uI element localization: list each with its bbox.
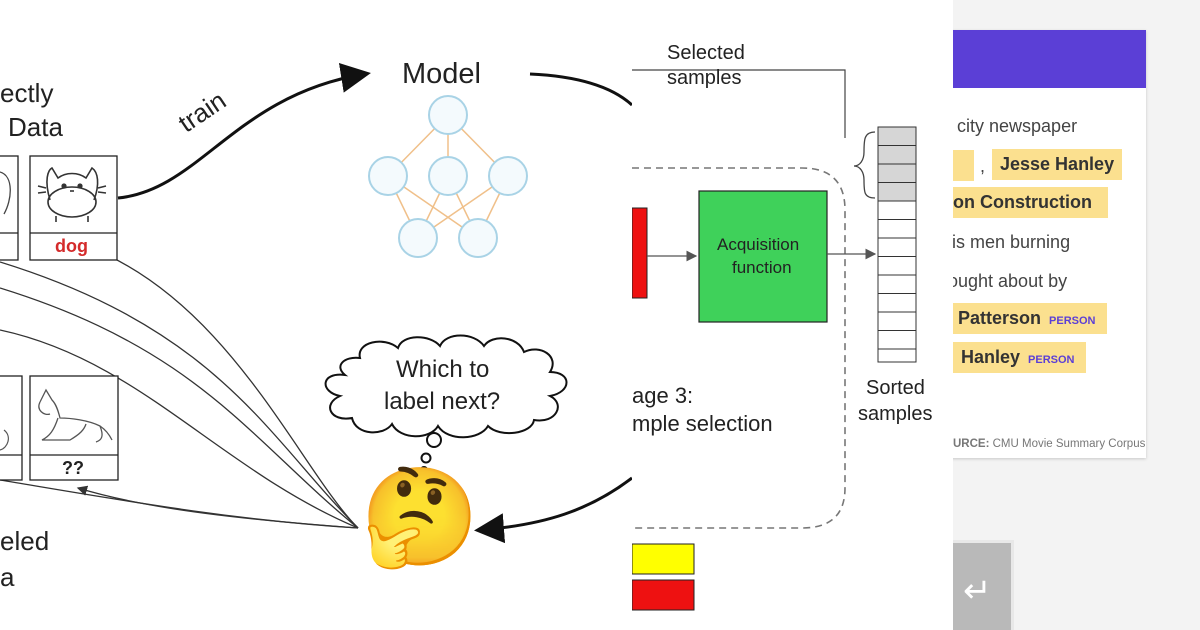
enter-button[interactable]: ↵ bbox=[953, 540, 1014, 630]
yellow-bar bbox=[632, 543, 695, 575]
thought-text-1: Which to bbox=[396, 356, 490, 383]
query-curves bbox=[0, 244, 359, 529]
dog-icon bbox=[38, 388, 113, 443]
entity-partial-1: ON bbox=[953, 150, 974, 181]
entity-jesse-hanley: Jesse Hanley bbox=[992, 149, 1123, 180]
entity-patterson-text: Patterson bbox=[958, 308, 1042, 328]
source-prefix: URCE: bbox=[953, 438, 990, 450]
sample-selection-panel: Selected samples Acquisition function A … bbox=[632, 0, 953, 630]
ner-text-line-5: rought about by bbox=[953, 271, 1068, 291]
comma-separator: , bbox=[980, 156, 986, 176]
acquisition-function-box bbox=[698, 190, 828, 323]
red-bottom-bar bbox=[632, 579, 695, 611]
selected-label-2: samples bbox=[667, 67, 742, 89]
enter-icon: ↵ bbox=[963, 571, 992, 611]
model-out-arrow bbox=[529, 72, 632, 107]
sorted-label-2: samples bbox=[858, 403, 933, 425]
thought-bubble bbox=[324, 334, 568, 474]
bottom-fragment-2: a bbox=[0, 562, 15, 592]
model-label: Model bbox=[402, 58, 481, 90]
big-letter-a: A bbox=[632, 268, 633, 323]
ner-card-header bbox=[953, 30, 1146, 88]
sorted-samples-stack bbox=[877, 126, 917, 363]
return-arrow bbox=[474, 476, 632, 544]
ner-text-line-4: nis men burning bbox=[953, 232, 1071, 252]
active-learning-panel: ectly Data train Model dog ?? Which to l… bbox=[0, 58, 632, 592]
title-fragment-top: ectly bbox=[0, 78, 54, 108]
sample-selection-diagram bbox=[632, 69, 917, 611]
card-label-unknown: ?? bbox=[62, 458, 84, 478]
ner-text-line-1: g city newspaper bbox=[953, 116, 1078, 136]
source-credit: URCE: CMU Movie Summary Corpus bbox=[953, 438, 1145, 450]
ner-card: g city newspaper ON , Jesse Hanley con C… bbox=[953, 30, 1146, 458]
red-bar bbox=[632, 207, 648, 299]
dog-card bbox=[29, 375, 119, 481]
cat-icon bbox=[37, 166, 107, 222]
thought-text-2: label next? bbox=[384, 388, 501, 415]
entity-construction: con Construction bbox=[953, 187, 1108, 218]
bottom-fragment-1: eled bbox=[0, 526, 50, 556]
card-label-dog: dog bbox=[55, 236, 88, 256]
stage-region bbox=[632, 167, 846, 529]
train-arrow bbox=[117, 63, 371, 200]
ner-example-panel: g city newspaper ON , Jesse Hanley con C… bbox=[953, 0, 1200, 630]
selected-label-1: Selected bbox=[667, 42, 745, 64]
entity-hanley: Hanley PERSON bbox=[953, 342, 1086, 373]
stage-label-2: mple selection bbox=[632, 411, 773, 436]
entity-patterson-tag: PERSON bbox=[1049, 315, 1096, 327]
thinking-face-emoji: 🤔 bbox=[360, 464, 480, 571]
source-text: CMU Movie Summary Corpus bbox=[992, 438, 1146, 450]
entity-hanley-text: Hanley bbox=[961, 347, 1021, 367]
entity-patterson: Patterson PERSON bbox=[953, 303, 1107, 334]
title-fragment-data: Data bbox=[8, 112, 63, 142]
selection-brace bbox=[853, 131, 876, 199]
acquisition-label-2: function bbox=[732, 258, 792, 277]
acquisition-label-1: Acquisition bbox=[717, 235, 800, 254]
sorted-label-1: Sorted bbox=[866, 377, 925, 399]
cat-card bbox=[29, 155, 118, 261]
stage-label-1: age 3: bbox=[632, 383, 694, 408]
entity-hanley-tag: PERSON bbox=[1028, 354, 1075, 366]
active-learning-diagram bbox=[0, 63, 632, 544]
